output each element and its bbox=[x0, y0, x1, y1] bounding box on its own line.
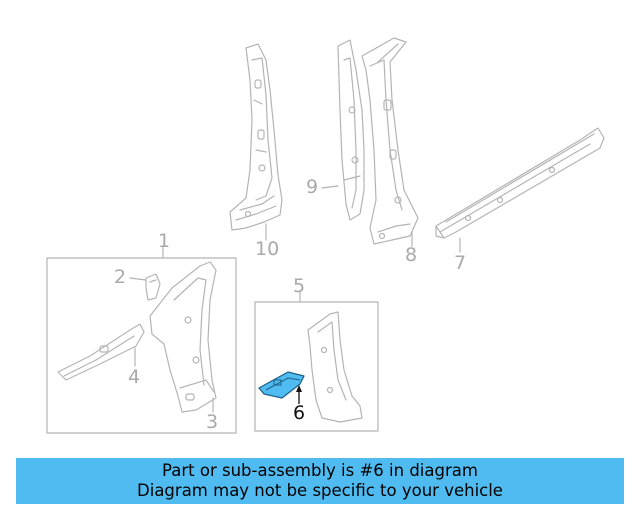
banner-line-2: Diagram may not be specific to your vehi… bbox=[137, 481, 503, 500]
part-3-side-panel bbox=[149, 261, 217, 413]
part-2-bracket bbox=[145, 273, 161, 301]
callout-4: 4 bbox=[128, 366, 141, 388]
callout-1: 1 bbox=[158, 230, 171, 252]
part-10-front-pillar bbox=[229, 43, 283, 231]
callout-9: 9 bbox=[306, 176, 319, 198]
callout-10: 10 bbox=[255, 238, 280, 260]
part-7-rocker-panel bbox=[435, 127, 605, 239]
part-5-lower-pillar bbox=[307, 311, 363, 423]
leader-lines bbox=[129, 185, 461, 413]
callout-3: 3 bbox=[206, 411, 219, 433]
callout-2: 2 bbox=[114, 266, 127, 288]
group-box-5 bbox=[254, 301, 379, 432]
callout-6: 6 bbox=[293, 402, 306, 424]
banner-line-1: Part or sub-assembly is #6 in diagram bbox=[162, 461, 478, 480]
part-6-highlighted bbox=[258, 371, 305, 404]
part-4-apron-rail bbox=[57, 323, 145, 381]
callout-5: 5 bbox=[293, 275, 306, 297]
callout-8: 8 bbox=[405, 244, 418, 266]
part-9-pillar-reinforcement bbox=[337, 39, 365, 221]
parts-diagram bbox=[46, 37, 605, 434]
callout-7: 7 bbox=[454, 252, 467, 274]
group-box-1 bbox=[46, 257, 237, 434]
part-8-center-pillar bbox=[361, 37, 419, 245]
part-notice-banner: Part or sub-assembly is #6 in diagram Di… bbox=[16, 458, 624, 504]
